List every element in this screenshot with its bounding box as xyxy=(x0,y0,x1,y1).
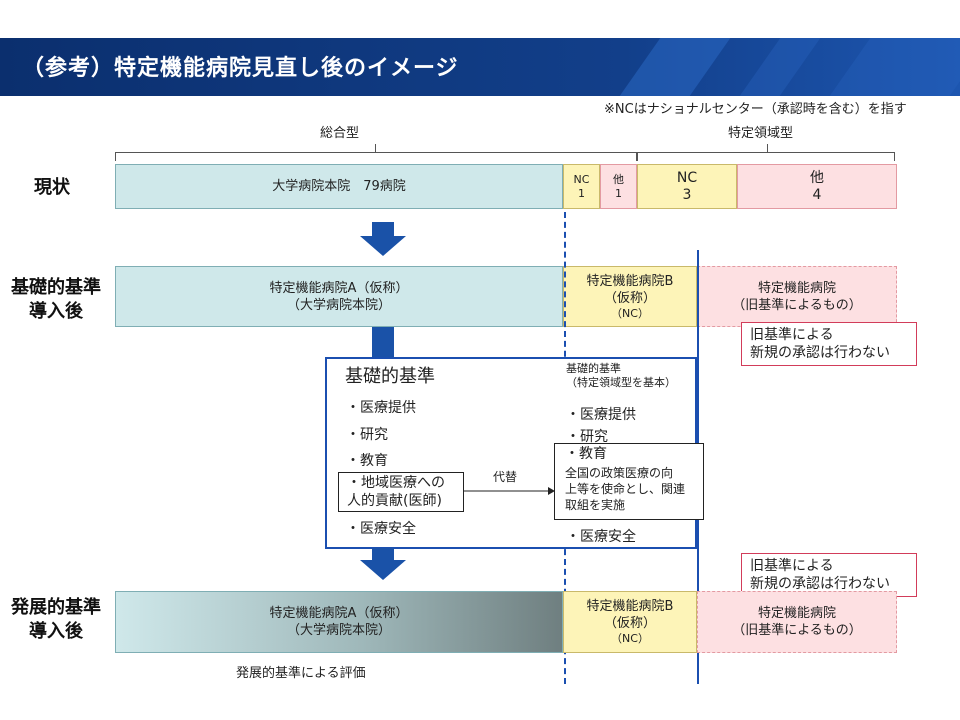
criteria-item-safety: ・医療安全 xyxy=(346,521,416,537)
row-label-current: 現状 xyxy=(34,177,70,198)
basic-hospital-a-box: 特定機能病院A（仮称）（大学病院本院） xyxy=(115,266,563,327)
policy-education-box: ・教育 全国の政策医療の向 上等を使命とし、関連 取組を実施 xyxy=(554,443,704,520)
row-label-advanced: 発展的基準導入後 xyxy=(11,597,101,642)
criteria-item-research: ・研究 xyxy=(346,427,388,443)
advanced-old-standard-box: 特定機能病院（旧基準によるもの） xyxy=(697,591,897,653)
connector-bar xyxy=(372,327,394,357)
group-label-comprehensive: 総合型 xyxy=(320,126,360,141)
criteria-item-regional-2: 人的貢献(医師) xyxy=(347,493,442,509)
substitute-label: 代替 xyxy=(493,470,518,484)
right-item-care: ・医療提供 xyxy=(566,407,636,423)
criteria-title: 基礎的基準 xyxy=(345,366,435,387)
brace-comprehensive xyxy=(115,144,637,161)
group-label-specific: 特定領域型 xyxy=(728,126,794,141)
nc-footnote: ※NCはナショナルセンター（承認時を含む）を指す xyxy=(604,102,907,117)
advanced-hospital-a-box: 特定機能病院A（仮称）（大学病院本院） xyxy=(115,591,563,653)
down-arrow-icon-2 xyxy=(360,548,406,580)
row-label-basic: 基礎的基準導入後 xyxy=(11,277,101,322)
title-bar xyxy=(0,38,960,96)
advanced-footer-label: 発展的基準による評価 xyxy=(236,666,366,681)
criteria-item-education: ・教育 xyxy=(346,453,388,469)
page-title: （参考）特定機能病院見直し後のイメージ xyxy=(22,56,459,81)
regional-contribution-box: ・地域医療への 人的貢献(医師) xyxy=(338,472,464,512)
no-new-approval-callout-1: 旧基準による新規の承認は行わない xyxy=(741,322,917,366)
right-item-education: ・教育 xyxy=(565,446,607,462)
down-arrow-icon xyxy=(360,222,406,256)
right-item-policy-1: 全国の政策医療の向 xyxy=(565,466,674,480)
right-item-policy-3: 取組を実施 xyxy=(565,498,626,512)
advanced-hospital-b-box: 特定機能病院B（仮称）（NC） xyxy=(563,591,697,653)
criteria-item-regional: ・地域医療への xyxy=(347,475,445,491)
brace-specific xyxy=(637,144,895,161)
criteria-item-care: ・医療提供 xyxy=(346,400,416,416)
basic-old-standard-box: 特定機能病院（旧基準によるもの） xyxy=(697,266,897,327)
right-item-research: ・研究 xyxy=(566,429,608,445)
basic-hospital-b-box: 特定機能病院B（仮称）（NC） xyxy=(563,266,697,327)
right-criteria-title: 基礎的基準（特定領域型を基本） xyxy=(566,362,676,389)
no-new-approval-callout-2: 旧基準による新規の承認は行わない xyxy=(741,553,917,597)
current-univ-box: 大学病院本院 79病院 xyxy=(115,164,563,209)
right-item-policy-2: 上等を使命とし、関連 xyxy=(565,482,686,496)
substitute-arrow-icon xyxy=(464,487,555,495)
right-item-safety: ・医療安全 xyxy=(566,529,636,545)
